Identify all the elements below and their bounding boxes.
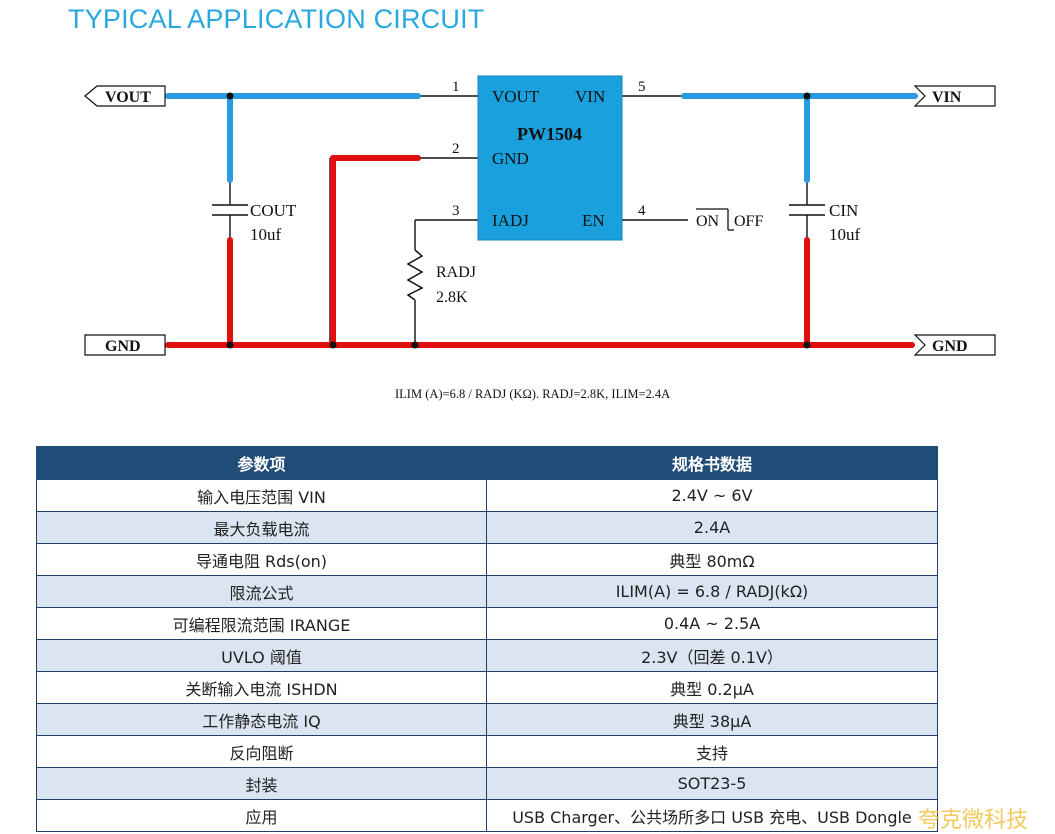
param-cell: 工作静态电流 IQ xyxy=(36,703,487,736)
chip-name: PW1504 xyxy=(517,124,582,144)
value-cell: 2.4V ~ 6V xyxy=(486,479,938,512)
value-cell: USB Charger、公共场所多口 USB 充电、USB Dongle xyxy=(486,799,938,832)
param-cell: 可编程限流范围 IRANGE xyxy=(36,607,487,640)
param-cell: 封装 xyxy=(36,767,487,800)
radj-label: RADJ xyxy=(436,264,476,281)
ground-highlight xyxy=(165,155,915,348)
application-circuit-schematic: VOUT VIN PW1504 GND IADJ EN 1 2 3 4 5 VO… xyxy=(84,75,996,356)
pin-label-vin: VIN xyxy=(575,87,605,106)
pin-number-1: 1 xyxy=(452,79,460,95)
table-header-row: 参数项 规格书数据 xyxy=(36,446,938,480)
param-cell: UVLO 阈值 xyxy=(36,639,487,672)
pin-label-gnd: GND xyxy=(492,149,529,168)
value-cell: 2.4A xyxy=(486,511,938,544)
param-cell: 输入电压范围 VIN xyxy=(36,479,487,512)
gnd-right-port-flag xyxy=(913,334,996,356)
param-cell: 导通电阻 Rds(on) xyxy=(36,543,487,576)
value-cell: 支持 xyxy=(486,735,938,768)
switch-on-label: ON xyxy=(696,213,720,230)
junction-dots xyxy=(226,92,811,349)
vout-port-flag xyxy=(84,85,166,107)
pin-number-3: 3 xyxy=(452,203,460,219)
param-cell: 反向阻断 xyxy=(36,735,487,768)
vin-port-label: VIN xyxy=(932,89,962,106)
value-cell: 2.3V（回差 0.1V） xyxy=(486,639,938,672)
port-flags xyxy=(84,85,996,356)
pin-label-iadj: IADJ xyxy=(492,211,529,230)
pin-label-vout: VOUT xyxy=(492,87,540,106)
radj-value: 2.8K xyxy=(436,289,468,306)
table-row: 反向阻断支持 xyxy=(36,735,938,768)
brand-watermark: 夸克微科技 xyxy=(918,808,1029,833)
cin-label: CIN xyxy=(829,201,858,220)
table-row: 导通电阻 Rds(on)典型 80mΩ xyxy=(36,543,938,576)
on-off-switch xyxy=(696,208,734,231)
cin-capacitor xyxy=(789,204,825,216)
value-cell: 典型 0.2μA xyxy=(486,671,938,704)
cout-value: 10uf xyxy=(250,225,282,244)
cin-value: 10uf xyxy=(829,225,861,244)
cout-capacitor xyxy=(212,204,248,216)
vout-port-label: VOUT xyxy=(105,89,151,106)
pin-number-5: 5 xyxy=(638,79,646,95)
switch-off-label: OFF xyxy=(734,213,763,230)
cout-label: COUT xyxy=(250,201,297,220)
gnd-right-port-label: GND xyxy=(932,338,968,355)
gnd-left-port-flag xyxy=(84,334,166,356)
pw1504-chip xyxy=(477,75,623,241)
value-cell: ILIM(A) = 6.8 / RADJ(kΩ) xyxy=(486,575,938,608)
pin-label-en: EN xyxy=(582,211,605,230)
param-cell: 应用 xyxy=(36,799,487,832)
value-cell: SOT23-5 xyxy=(486,767,938,800)
page-title: TYPICAL APPLICATION CIRCUIT xyxy=(68,4,485,34)
vin-port-flag xyxy=(913,85,996,107)
pin-number-2: 2 xyxy=(452,141,460,157)
radj-resistor xyxy=(406,249,424,301)
value-cell: 典型 38μA xyxy=(486,703,938,736)
header-param: 参数项 xyxy=(36,446,487,480)
value-cell: 0.4A ~ 2.5A xyxy=(486,607,938,640)
param-cell: 限流公式 xyxy=(36,575,487,608)
ilim-formula: ILIM (A)=6.8 / RADJ (KΩ). RADJ=2.8K, ILI… xyxy=(395,387,671,401)
pin-number-4: 4 xyxy=(638,203,646,219)
vout-vin-highlight xyxy=(165,93,918,183)
param-cell: 关断输入电流 ISHDN xyxy=(36,671,487,704)
param-cell: 最大负载电流 xyxy=(36,511,487,544)
header-spec: 规格书数据 xyxy=(486,446,938,480)
gnd-left-port-label: GND xyxy=(105,338,141,355)
value-cell: 典型 80mΩ xyxy=(486,543,938,576)
